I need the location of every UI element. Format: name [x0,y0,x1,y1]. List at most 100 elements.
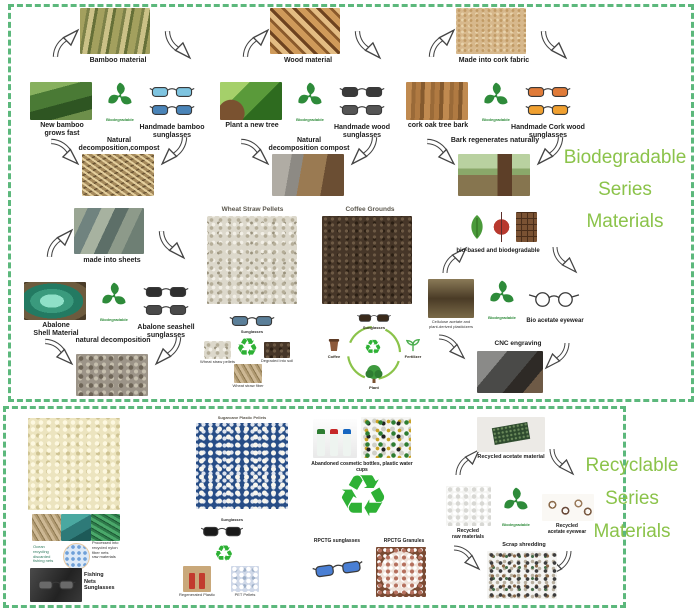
title-line: Recyclable [585,455,679,476]
recycle-icon: ♻ [337,464,389,529]
sunglasses-icon [146,84,198,100]
caption: Handmade Cork wood sunglasses [511,124,585,140]
cellulose-acetate-photo [428,279,474,318]
caption: Fishing Nets Sunglasses [84,572,115,592]
caption: Handmade bamboo sunglasses [139,124,205,140]
acetate-sheet [491,422,531,445]
sunglasses-icon [140,302,192,318]
leaf-recycle-icon [486,278,518,310]
cosmetic-bottles-photo [313,419,357,458]
caption: Degraded into soil [260,358,294,363]
biodegradable-logo: Biodegradable [496,485,536,527]
leaf-recycle-icon [480,80,512,112]
bottle-shape [199,573,205,589]
rpctg-granules-photo [376,547,426,597]
curved-arrow-icon [451,541,481,571]
label: Plant [369,385,379,390]
curved-arrow-icon [436,330,466,360]
regenerated-plastic-photo [183,566,211,592]
caption: Bark regenerates naturally [450,137,540,144]
curved-arrow-icon [536,28,568,60]
cnc-machine-photo [477,351,543,393]
title-line: Materials [586,211,664,232]
recycled-acetate-photo [477,417,545,452]
biodegradable-section-border [8,4,694,402]
cork-harvest-photo [458,154,530,196]
caption: Natural decomposition,compost [78,137,160,153]
sugarcane-pellets-photo [196,423,288,509]
caption: Bio acetate eyewear [526,318,584,324]
tree-icon [364,364,384,384]
sunglasses-icon [336,102,388,118]
recyclable-series-title: Recyclable Series Materials [566,449,698,548]
nylon-pellets-photo [28,418,120,510]
recycle-icon: ♻ [364,337,382,359]
title-line: Series [598,179,652,200]
bamboo-material-photo [80,8,150,54]
wood-cycle: Wood material Plant a new tree Biodegrad… [208,6,408,198]
bamboo-cycle: Bamboo material New bamboo grows fast Bi… [18,6,218,198]
caption: Regenerated Plastic [178,592,216,597]
caption: Sunglasses [220,517,244,522]
label: Fertilizer [404,354,422,359]
logo-label: Biodegradable [100,317,128,322]
caption: CNC engraving [494,340,542,347]
eyeglasses-icon [528,288,580,310]
biodegradable-logo: Biodegradable [94,280,134,322]
abalone-shell-photo [24,282,86,320]
logo-label: Biodegradable [106,117,134,122]
caption: Made into cork fabric [458,57,530,64]
caption: Abalone seashell sunglasses [137,324,195,340]
caption: Wheat straw fiber [232,383,264,388]
plant-tree-photo [220,82,282,120]
sunglasses-icon [336,84,388,100]
logo-label: Biodegradable [482,117,510,122]
leaf-recycle-icon [98,280,130,312]
caption: cork oak tree bark [407,122,469,129]
shell-sheet-photo [74,208,144,254]
caption: Processed into recycled nylon fiber nets… [92,540,119,560]
title-line: Materials [593,521,671,542]
biodegradable-series-title: Biodegradable Series Materials [552,142,698,238]
new-bamboo-photo [30,82,92,120]
leaf-recycle-icon [294,80,326,112]
ocean-recycling-photo [61,514,91,541]
caption: made into sheets [83,257,141,264]
coffee-cup-icon [328,338,340,352]
curved-arrow-icon [154,228,186,260]
caption: bio-based and biodegradable [456,248,540,254]
recycled-nylon-pellets-photo [63,543,90,570]
leaf-recycle-icon [500,485,532,517]
fishing-net-sunglasses-photo [30,568,82,602]
abalone-cycle: made into sheets Abalone Shell Material … [12,206,212,398]
caption: Scrap shredding [502,542,546,548]
logo-label: Biodegradable [502,522,530,527]
green-net-photo [91,514,120,541]
caption: Abandoned cosmetic bottles, plastic wate… [311,461,413,473]
caption: Sunglasses [240,329,264,334]
title-line: Biodegradable [563,147,687,168]
caption: Wheat straw pellets [200,359,235,364]
caption: RPCTG sunglasses [313,538,361,544]
sunglasses-icon [146,102,198,118]
biodegradable-logo: Biodegradable [476,80,516,122]
cork-fabric-photo [456,8,526,54]
net-pile-photo [32,514,61,541]
label: Sunglasses [362,325,386,330]
curved-arrow-icon [48,28,80,60]
pet-pellets-photo [231,566,259,592]
scrap-shredding-photo [487,551,557,599]
logo-label: Biodegradable [296,117,324,122]
soil-photo [264,342,290,358]
fishing-nets-strip [32,514,120,541]
leaf-recycle-icon [104,80,136,112]
caption: Recycled acetate material [477,454,545,460]
sunglasses-icon [36,578,76,592]
rpctg-sunglasses-photo [308,548,368,590]
sunglasses-icon [200,524,244,539]
wood-chip-photo [516,212,537,242]
coffee-grounds-title: Coffee Grounds [345,206,395,213]
caption: Recycled acetate eyewear [547,523,587,535]
caption: PET Pellets [234,592,256,597]
